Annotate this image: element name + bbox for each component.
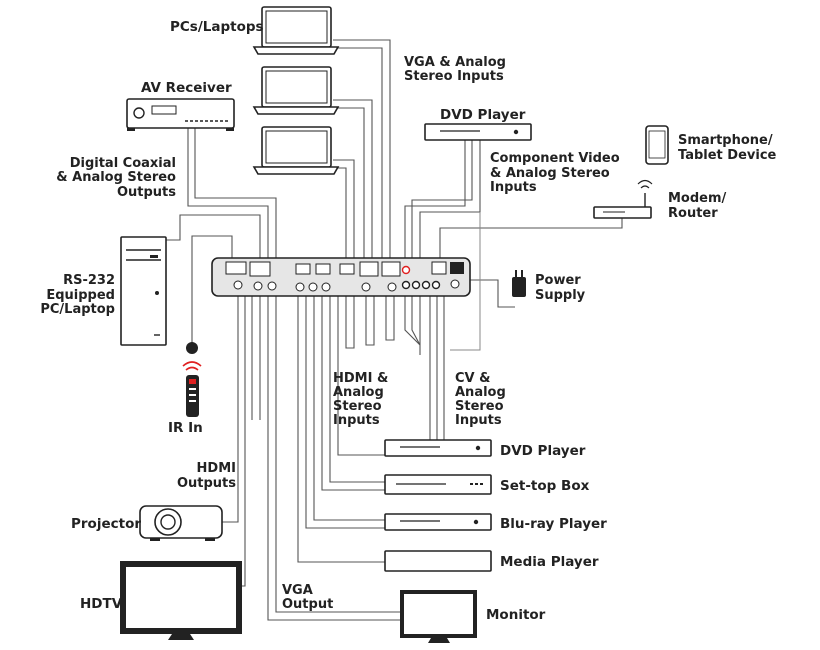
label-hdmi-out-1: HDMI	[197, 461, 236, 476]
router-icon	[593, 179, 653, 219]
disc-player-icon-bottom	[384, 439, 492, 457]
label-media-player: Media Player	[500, 554, 599, 570]
label-hdmi-in-1: HDMI &	[333, 371, 388, 386]
label-ir-in: IR In	[168, 420, 203, 436]
label-pcs-laptops: PCs/Laptops	[170, 19, 264, 35]
label-av-receiver: AV Receiver	[141, 80, 232, 96]
power-adapter-icon	[512, 270, 526, 297]
label-digital-coax-2: & Analog Stereo	[56, 170, 176, 185]
label-hdtv: HDTV	[80, 596, 123, 612]
label-modem-2: Router	[668, 206, 718, 221]
laptop-icon-2	[252, 66, 340, 115]
ir-sensor-icon	[186, 342, 198, 354]
label-settop-box: Set-top Box	[500, 478, 590, 494]
label-projector: Projector	[71, 516, 141, 532]
label-rs232-3: PC/Laptop	[40, 302, 115, 317]
label-cv-3: Stereo	[455, 399, 504, 414]
label-vga-out-1: VGA	[282, 583, 313, 598]
label-cv-2: Analog	[455, 385, 506, 400]
bluray-player-icon	[384, 513, 492, 531]
label-dvd-player-top: DVD Player	[440, 107, 526, 123]
label-rs232-2: Equipped	[46, 288, 115, 303]
tablet-icon	[645, 125, 669, 165]
label-component-3: Inputs	[490, 180, 537, 195]
av-receiver-icon	[126, 98, 235, 131]
monitor-icon	[400, 590, 477, 643]
label-hdmi-in-4: Inputs	[333, 413, 380, 428]
matrix-switcher-unit	[211, 257, 471, 297]
label-smartphone-1: Smartphone/	[678, 133, 773, 148]
projector-icon	[139, 505, 223, 541]
label-power-1: Power	[535, 273, 581, 288]
tv-icon	[120, 561, 242, 640]
disc-player-icon-top	[424, 123, 532, 141]
label-vga-analog-2: Stereo Inputs	[404, 69, 504, 84]
label-vga-analog-1: VGA & Analog	[404, 55, 506, 70]
pc-tower-icon	[120, 236, 167, 346]
diagram-labels: PCs/Laptops VGA & Analog Stereo Inputs A…	[40, 19, 776, 623]
label-hdmi-out-2: Outputs	[177, 476, 236, 491]
label-smartphone-2: Tablet Device	[678, 148, 777, 163]
settop-box-icon	[384, 474, 492, 495]
label-digital-coax-3: Outputs	[117, 185, 176, 200]
ir-remote-icon	[182, 361, 202, 417]
label-digital-coax-1: Digital Coaxial	[70, 156, 176, 171]
label-monitor: Monitor	[486, 607, 546, 623]
label-bluray-player: Blu-ray Player	[500, 516, 607, 532]
label-modem-1: Modem/	[668, 191, 727, 206]
label-component-2: & Analog Stereo	[490, 166, 610, 181]
label-hdmi-in-3: Stereo	[333, 399, 382, 414]
laptop-icon-3	[252, 126, 340, 175]
label-dvd-player-bottom: DVD Player	[500, 443, 586, 459]
label-component-1: Component Video	[490, 151, 620, 166]
label-cv-4: Inputs	[455, 413, 502, 428]
label-hdmi-in-2: Analog	[333, 385, 384, 400]
media-player-icon	[384, 550, 492, 572]
laptop-icon-1	[252, 6, 340, 55]
label-vga-out-2: Output	[282, 597, 333, 612]
label-cv-1: CV &	[455, 371, 490, 386]
label-rs232-1: RS-232	[63, 273, 115, 288]
label-power-2: Supply	[535, 288, 586, 303]
